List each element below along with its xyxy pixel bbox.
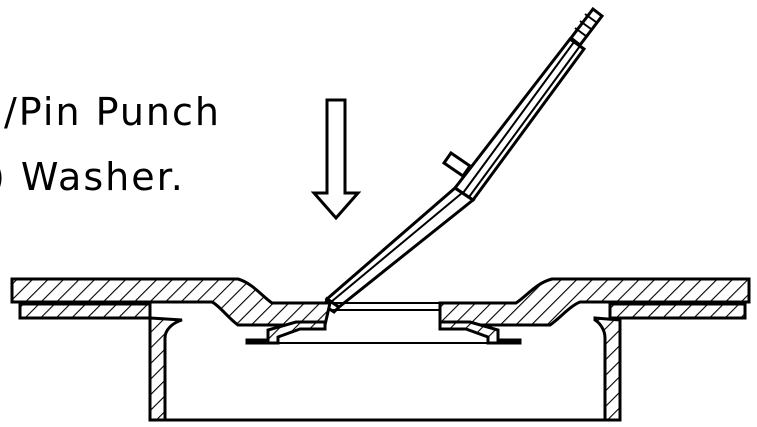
label-washer: ) Washer.: [0, 155, 185, 199]
upper-plate-right: [438, 277, 751, 327]
lower-plate-strip-right: [608, 302, 747, 320]
pin-punch-tool: [323, 6, 605, 314]
housing-right-wall: [593, 316, 622, 422]
down-arrow-icon: [310, 98, 362, 221]
lower-plate-strip-left: [18, 302, 152, 320]
label-pin-punch: /Pin Punch: [4, 90, 221, 134]
housing-left-wall: [148, 316, 183, 422]
